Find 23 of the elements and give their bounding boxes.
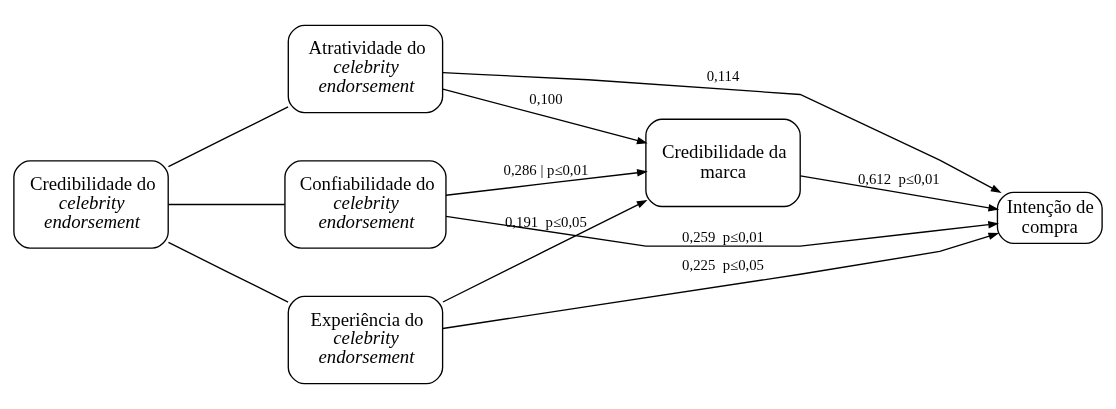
connector [167,241,289,303]
edge-label: 0,191 p≤0,05 [504,214,587,231]
edge-label: 0,259 p≤0,01 [682,228,764,245]
arrow [442,72,1002,194]
edge-label: 0,612 p≤0,01 [857,171,940,188]
connector [167,106,289,168]
edge-label: 0,100 [529,90,563,107]
node-box: Credibilidade do celebrity endorsement [13,160,169,249]
arrow [442,199,648,303]
arrow [445,215,999,247]
node-box: Atratividade do celebrity endorsement [287,24,444,114]
edge-label: 0,225 p≤0,05 [682,256,764,273]
arrow [445,169,648,196]
node-box: Credibilidade da marca [645,118,801,208]
edge-label: 0,114 [706,67,740,84]
arrow [442,232,1000,330]
arrow [442,88,648,145]
edge-label: 0,286 | p≤0,01 [503,161,589,178]
connector [167,203,286,206]
node-box: Confiabilidade do celebrity endorsement [284,160,447,249]
arrow [799,175,1000,212]
node-box: Experiência do celebrity endorsement [287,295,444,385]
node-box: Intenção de compra [996,191,1103,245]
